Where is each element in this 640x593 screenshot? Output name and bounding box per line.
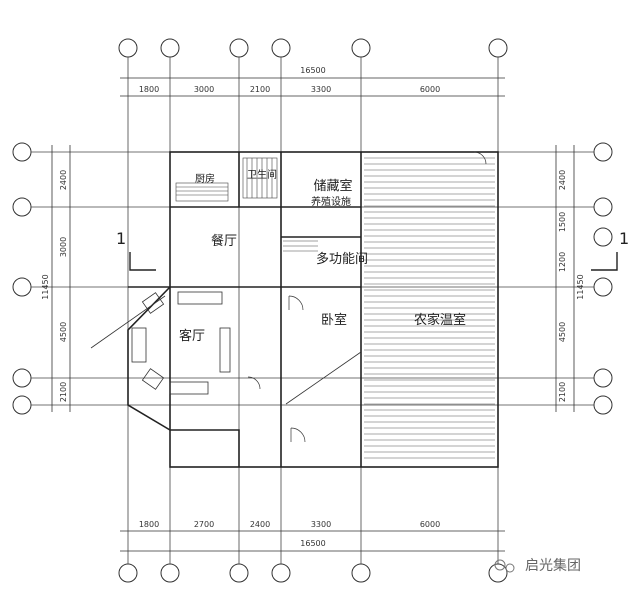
axis-bubbles-top	[118, 38, 508, 58]
room-storage: 储藏室	[313, 178, 352, 194]
left-dim-3: 4500	[59, 322, 68, 342]
right-dim-3: 1200	[558, 252, 567, 272]
top-dim-1: 1800	[139, 85, 159, 94]
section-label-right: 1	[619, 229, 629, 248]
right-dim-5: 2100	[558, 382, 567, 402]
bottom-total-dim: 16500	[300, 539, 325, 548]
left-dimension	[51, 145, 71, 412]
bottom-dim-4: 3300	[311, 520, 331, 529]
room-multi: 多功能间	[316, 251, 368, 267]
furniture	[90, 291, 362, 405]
stairs	[175, 157, 318, 252]
section-mark-left: 1	[116, 229, 156, 271]
watermark-text: 启光集团	[525, 557, 581, 574]
left-total-dim: 11450	[41, 274, 50, 299]
doors	[247, 151, 487, 443]
section-mark-right: 1	[591, 229, 629, 271]
top-dim-3: 2100	[250, 85, 270, 94]
top-dim-4: 3300	[311, 85, 331, 94]
right-dimension	[555, 145, 575, 412]
bottom-dimension	[120, 530, 505, 552]
top-dimension	[120, 77, 505, 97]
axis-grid-lines	[31, 57, 594, 564]
bottom-dim-2: 2700	[194, 520, 214, 529]
room-bbq: 养殖设施	[311, 195, 351, 208]
top-total-dim: 16500	[300, 66, 325, 75]
bottom-dim-3: 2400	[250, 520, 270, 529]
right-dim-2: 1500	[558, 212, 567, 232]
walls	[127, 151, 499, 468]
greenhouse-hatch	[364, 157, 495, 459]
watermark: 启光集团	[494, 557, 581, 574]
left-dim-4: 2100	[59, 382, 68, 402]
axis-bubbles-left	[12, 142, 32, 415]
axis-bubbles-bottom	[118, 563, 508, 583]
room-bathroom: 卫生间	[247, 168, 277, 181]
section-label-left: 1	[116, 229, 126, 248]
top-dim-5: 6000	[420, 85, 440, 94]
axis-bubbles-right	[593, 142, 613, 415]
top-dim-2: 3000	[194, 85, 214, 94]
left-dim-1: 2400	[59, 170, 68, 190]
left-dim-2: 3000	[59, 237, 68, 257]
wechat-icon	[494, 559, 506, 571]
room-dining: 餐厅	[211, 233, 237, 249]
room-kitchen: 厨房	[195, 172, 215, 185]
room-living: 客厅	[179, 328, 205, 344]
right-dim-1: 2400	[558, 170, 567, 190]
right-total-dim: 11450	[576, 274, 585, 299]
bottom-dim-5: 6000	[420, 520, 440, 529]
room-bedroom: 卧室	[321, 312, 347, 328]
room-greenhouse: 农家温室	[414, 312, 466, 328]
bottom-dim-1: 1800	[139, 520, 159, 529]
right-dim-4: 4500	[558, 322, 567, 342]
